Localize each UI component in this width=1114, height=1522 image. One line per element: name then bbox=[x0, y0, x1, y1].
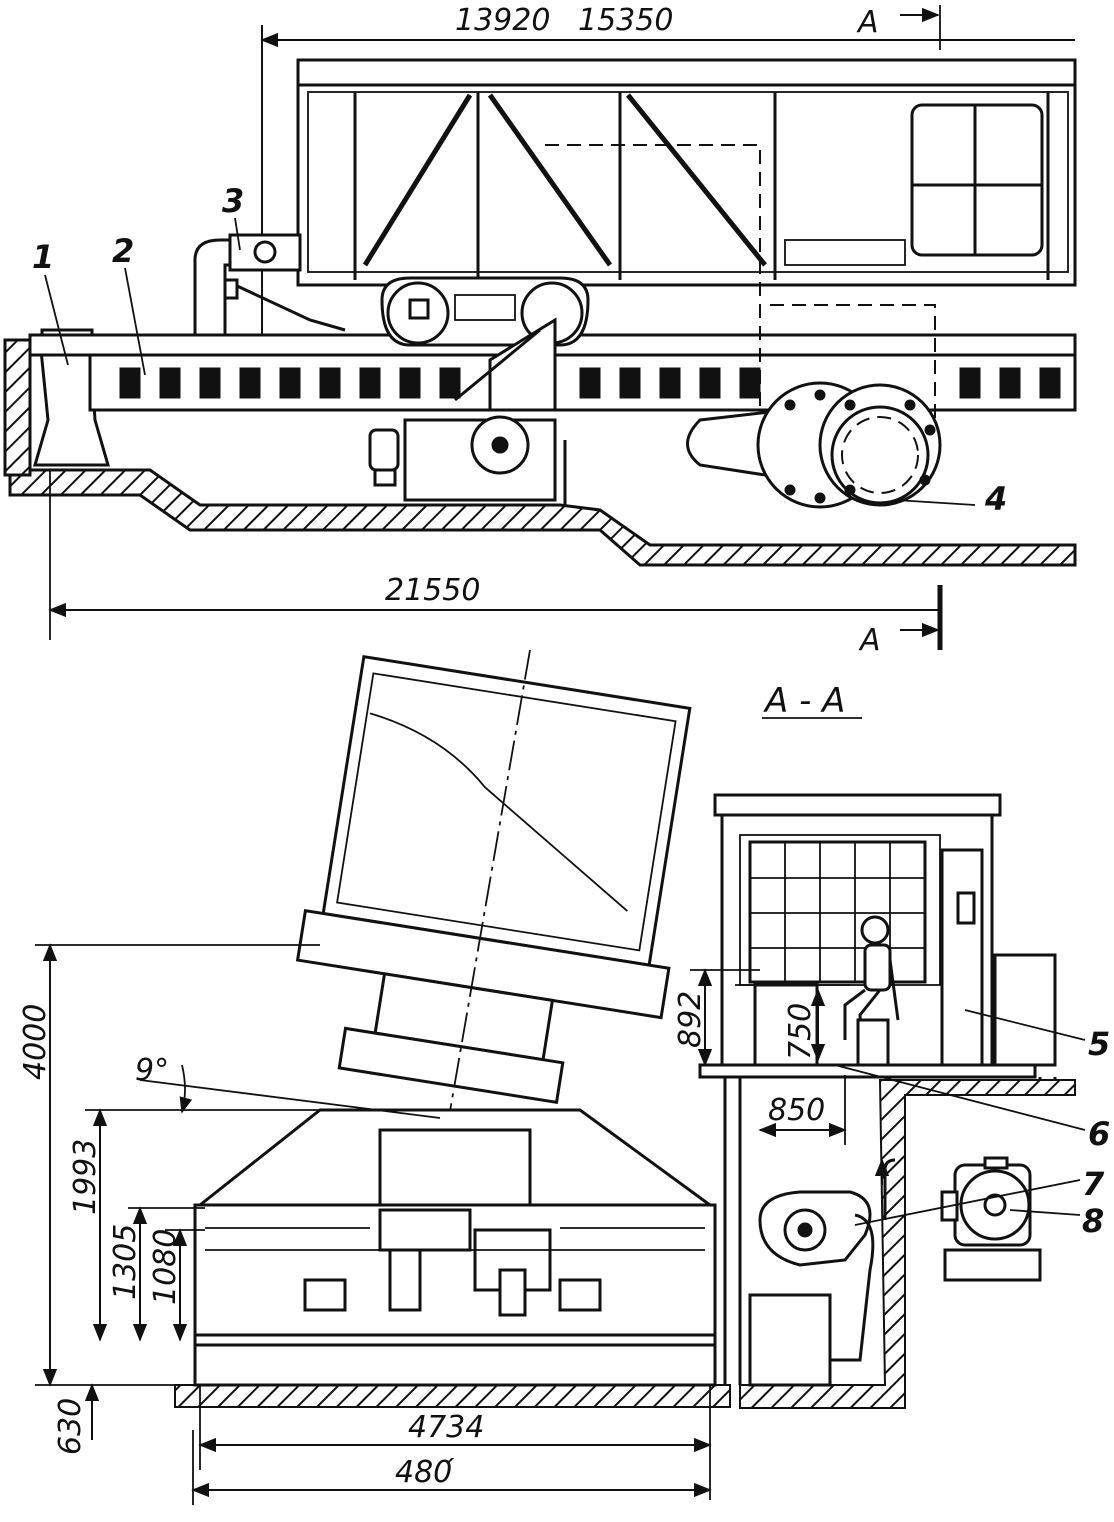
dim-1993: 1993 bbox=[68, 1139, 103, 1215]
dim-892: 892 bbox=[673, 991, 708, 1048]
section-mark-bottom: A bbox=[858, 623, 881, 658]
pit-ground-hatch bbox=[739, 1079, 1076, 1409]
dim-750: 750 bbox=[783, 1003, 818, 1060]
control-console bbox=[735, 983, 850, 1067]
angle-label: 9° bbox=[135, 1053, 169, 1088]
bottom-dimension-line bbox=[48, 7, 943, 650]
operator-figure bbox=[843, 915, 900, 1067]
section-view: A - A bbox=[18, 649, 1110, 1505]
tilt-axis bbox=[444, 649, 531, 1141]
dim-4000: 4000 bbox=[18, 1004, 53, 1080]
railcar-body bbox=[296, 58, 1077, 420]
dim-1305: 1305 bbox=[108, 1224, 143, 1300]
section-ground-hatch bbox=[174, 1384, 731, 1408]
callout-3: 3 bbox=[222, 182, 244, 220]
top-dimension-line bbox=[260, 5, 1075, 360]
angle-line bbox=[139, 1079, 441, 1119]
tipper-base bbox=[193, 1108, 717, 1387]
vertical-dimensions bbox=[35, 943, 330, 1440]
wagon-bogie bbox=[380, 276, 590, 347]
callout-6: 6 bbox=[1088, 1115, 1110, 1153]
callout-1: 1 bbox=[32, 238, 54, 276]
section-mark-top: A bbox=[856, 5, 879, 40]
dim-850: 850 bbox=[768, 1093, 825, 1128]
callout-4: 4 bbox=[984, 480, 1007, 518]
dim-13920: 13920 bbox=[455, 3, 550, 38]
horizontal-dimensions bbox=[191, 1385, 712, 1505]
callout-2: 2 bbox=[112, 232, 134, 270]
dim-1080: 1080 bbox=[148, 1229, 183, 1305]
top-elevation-view: 13920 15350 21550 A A 1 2 3 4 bbox=[3, 3, 1077, 658]
dim-630: 630 bbox=[53, 1398, 88, 1455]
gear-drive bbox=[686, 381, 976, 509]
dim-4734: 4734 bbox=[408, 1410, 484, 1445]
coupler-arm bbox=[193, 233, 346, 337]
callout-5: 5 bbox=[1088, 1025, 1110, 1063]
dim-21550: 21550 bbox=[385, 573, 480, 608]
dim-4800: 480́ bbox=[395, 1455, 454, 1490]
tipping-pivot bbox=[368, 317, 567, 505]
section-title: A - A bbox=[763, 681, 845, 721]
foundation-pit-hatch bbox=[8, 338, 1077, 567]
dim-15350: 15350 bbox=[578, 3, 673, 38]
left-wall-hatch bbox=[3, 338, 32, 477]
tilted-railcar bbox=[295, 654, 692, 1105]
callout-7: 7 bbox=[1082, 1165, 1105, 1203]
callout-8: 8 bbox=[1082, 1202, 1104, 1240]
hydraulic-pump-unit bbox=[748, 1158, 896, 1387]
electric-motor bbox=[940, 1156, 1042, 1282]
